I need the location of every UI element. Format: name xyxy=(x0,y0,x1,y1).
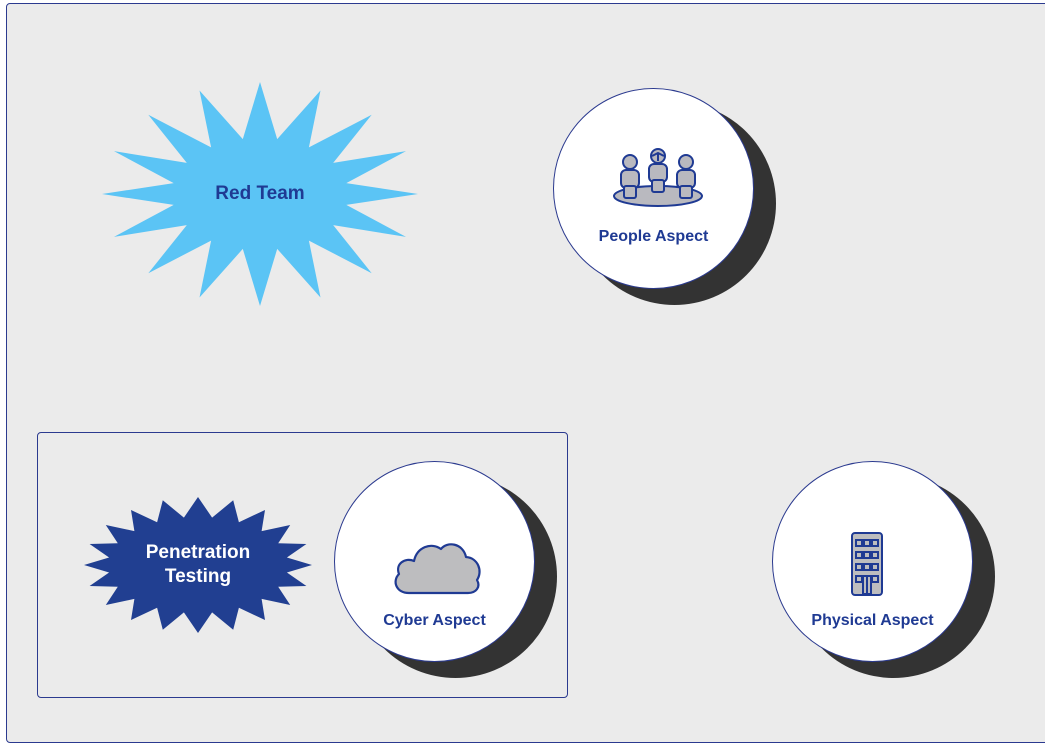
people-aspect: People Aspect xyxy=(553,88,781,316)
people-group-icon xyxy=(613,148,703,207)
building-icon xyxy=(851,532,883,596)
penetration-testing-line-1: Penetration xyxy=(145,542,251,563)
people-aspect-label: People Aspect xyxy=(598,228,709,245)
cyber-aspect-label: Cyber Aspect xyxy=(383,612,486,629)
cyber-aspect: Cyber Aspect xyxy=(334,461,562,689)
red-team-burst: Red Team xyxy=(100,80,420,308)
penetration-testing-label: Penetration Testing xyxy=(82,495,314,635)
penetration-testing-burst: Penetration Testing xyxy=(82,495,314,635)
cloud-icon xyxy=(394,543,481,595)
red-team-label: Red Team xyxy=(215,183,305,204)
physical-aspect: Physical Aspect xyxy=(772,461,1000,689)
penetration-testing-group xyxy=(37,432,568,698)
physical-aspect-label: Physical Aspect xyxy=(811,612,934,629)
penetration-testing-line-2: Testing xyxy=(164,566,232,587)
red-team-starburst-shape xyxy=(102,82,418,306)
penetration-testing-starburst-shape xyxy=(84,497,312,633)
